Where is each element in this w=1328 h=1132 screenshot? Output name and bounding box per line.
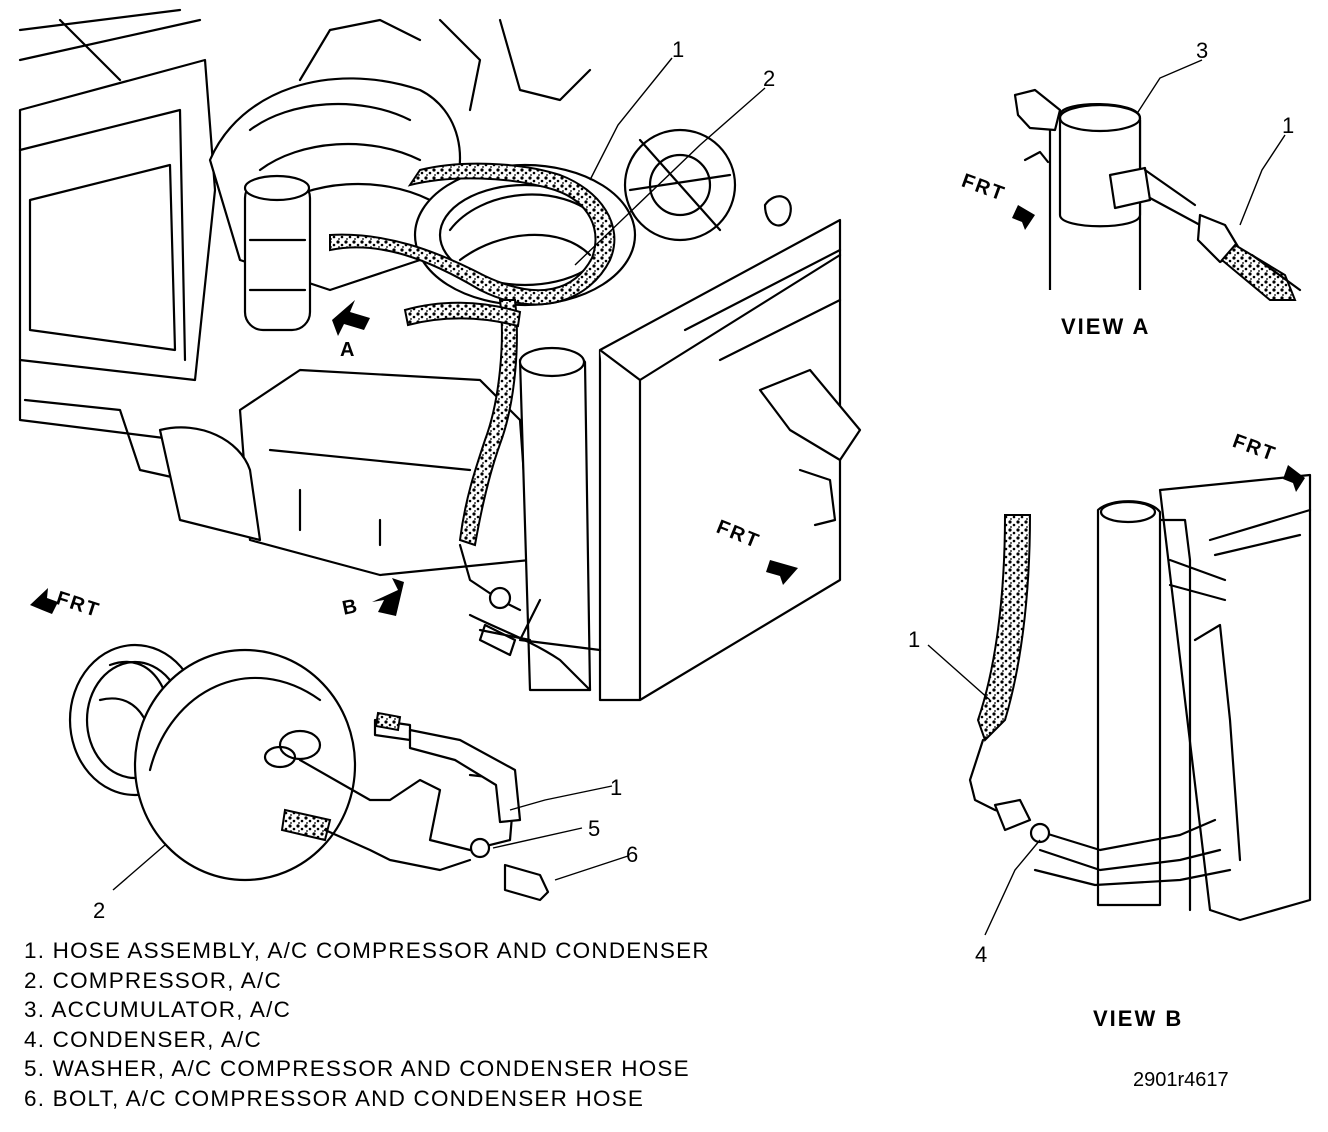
legend-item-4: 4. CONDENSER, A/C — [24, 1026, 262, 1052]
detail-callout-6: 6 — [626, 842, 638, 867]
detail-5-leader — [492, 827, 583, 849]
callout-2-leader — [574, 87, 766, 266]
frt-label-compressor: FRT — [53, 587, 102, 622]
callout-1: 1 — [672, 37, 684, 62]
parts-legend: 1. HOSE ASSEMBLY, A/C COMPRESSOR AND CON… — [24, 936, 844, 1113]
legend-item-5: 5. WASHER, A/C COMPRESSOR AND CONDENSER … — [24, 1056, 690, 1081]
view-b-detail — [968, 473, 1312, 922]
frt-arrow-view-a — [1012, 205, 1035, 230]
callout-2: 2 — [763, 66, 775, 91]
view-b-callout-4: 4 — [975, 942, 987, 967]
detail-6-leader — [554, 855, 629, 881]
view-b-pointer: B — [340, 595, 359, 620]
frt-arrow-main — [766, 560, 798, 585]
engine-compartment-illustration — [18, 8, 862, 702]
legend-item-1: 1. HOSE ASSEMBLY, A/C COMPRESSOR AND CON… — [24, 938, 710, 963]
detail-callout-2: 2 — [93, 898, 105, 923]
view-a-callout-3-leader — [1137, 59, 1203, 113]
view-a-pointer: A — [340, 339, 354, 361]
detail-1-leader — [509, 785, 613, 811]
compressor-detail — [68, 643, 550, 902]
frt-label-view-b: FRT — [1230, 430, 1280, 466]
frt-arrow-view-b — [1283, 465, 1305, 492]
view-b-callout-4-leader — [984, 839, 1041, 936]
view-b-callout-1-leader — [927, 644, 991, 701]
view-b-callout-1: 1 — [908, 627, 920, 652]
view-a-callout-1-leader — [1239, 134, 1286, 226]
legend-item-2: 2. COMPRESSOR, A/C — [24, 967, 282, 993]
view-a-title: VIEW A — [1061, 314, 1150, 339]
view-a-detail — [1013, 88, 1302, 301]
frt-arrow-compressor — [30, 588, 58, 614]
frt-label-view-a: FRT — [959, 170, 1009, 206]
callout-1-leader — [589, 57, 673, 181]
view-b-title: VIEW B — [1093, 1006, 1183, 1031]
view-a-callout-3: 3 — [1196, 38, 1208, 63]
legend-item-3: 3. ACCUMULATOR, A/C — [24, 997, 292, 1022]
detail-callout-1: 1 — [610, 775, 622, 800]
figure-id: 2901r4617 — [1133, 1069, 1229, 1091]
legend-item-6: 6. BOLT, A/C COMPRESSOR AND CONDENSER HO… — [24, 1085, 645, 1111]
detail-2-leader — [112, 844, 166, 891]
detail-callout-5: 5 — [588, 816, 600, 841]
view-a-callout-1: 1 — [1282, 113, 1294, 138]
